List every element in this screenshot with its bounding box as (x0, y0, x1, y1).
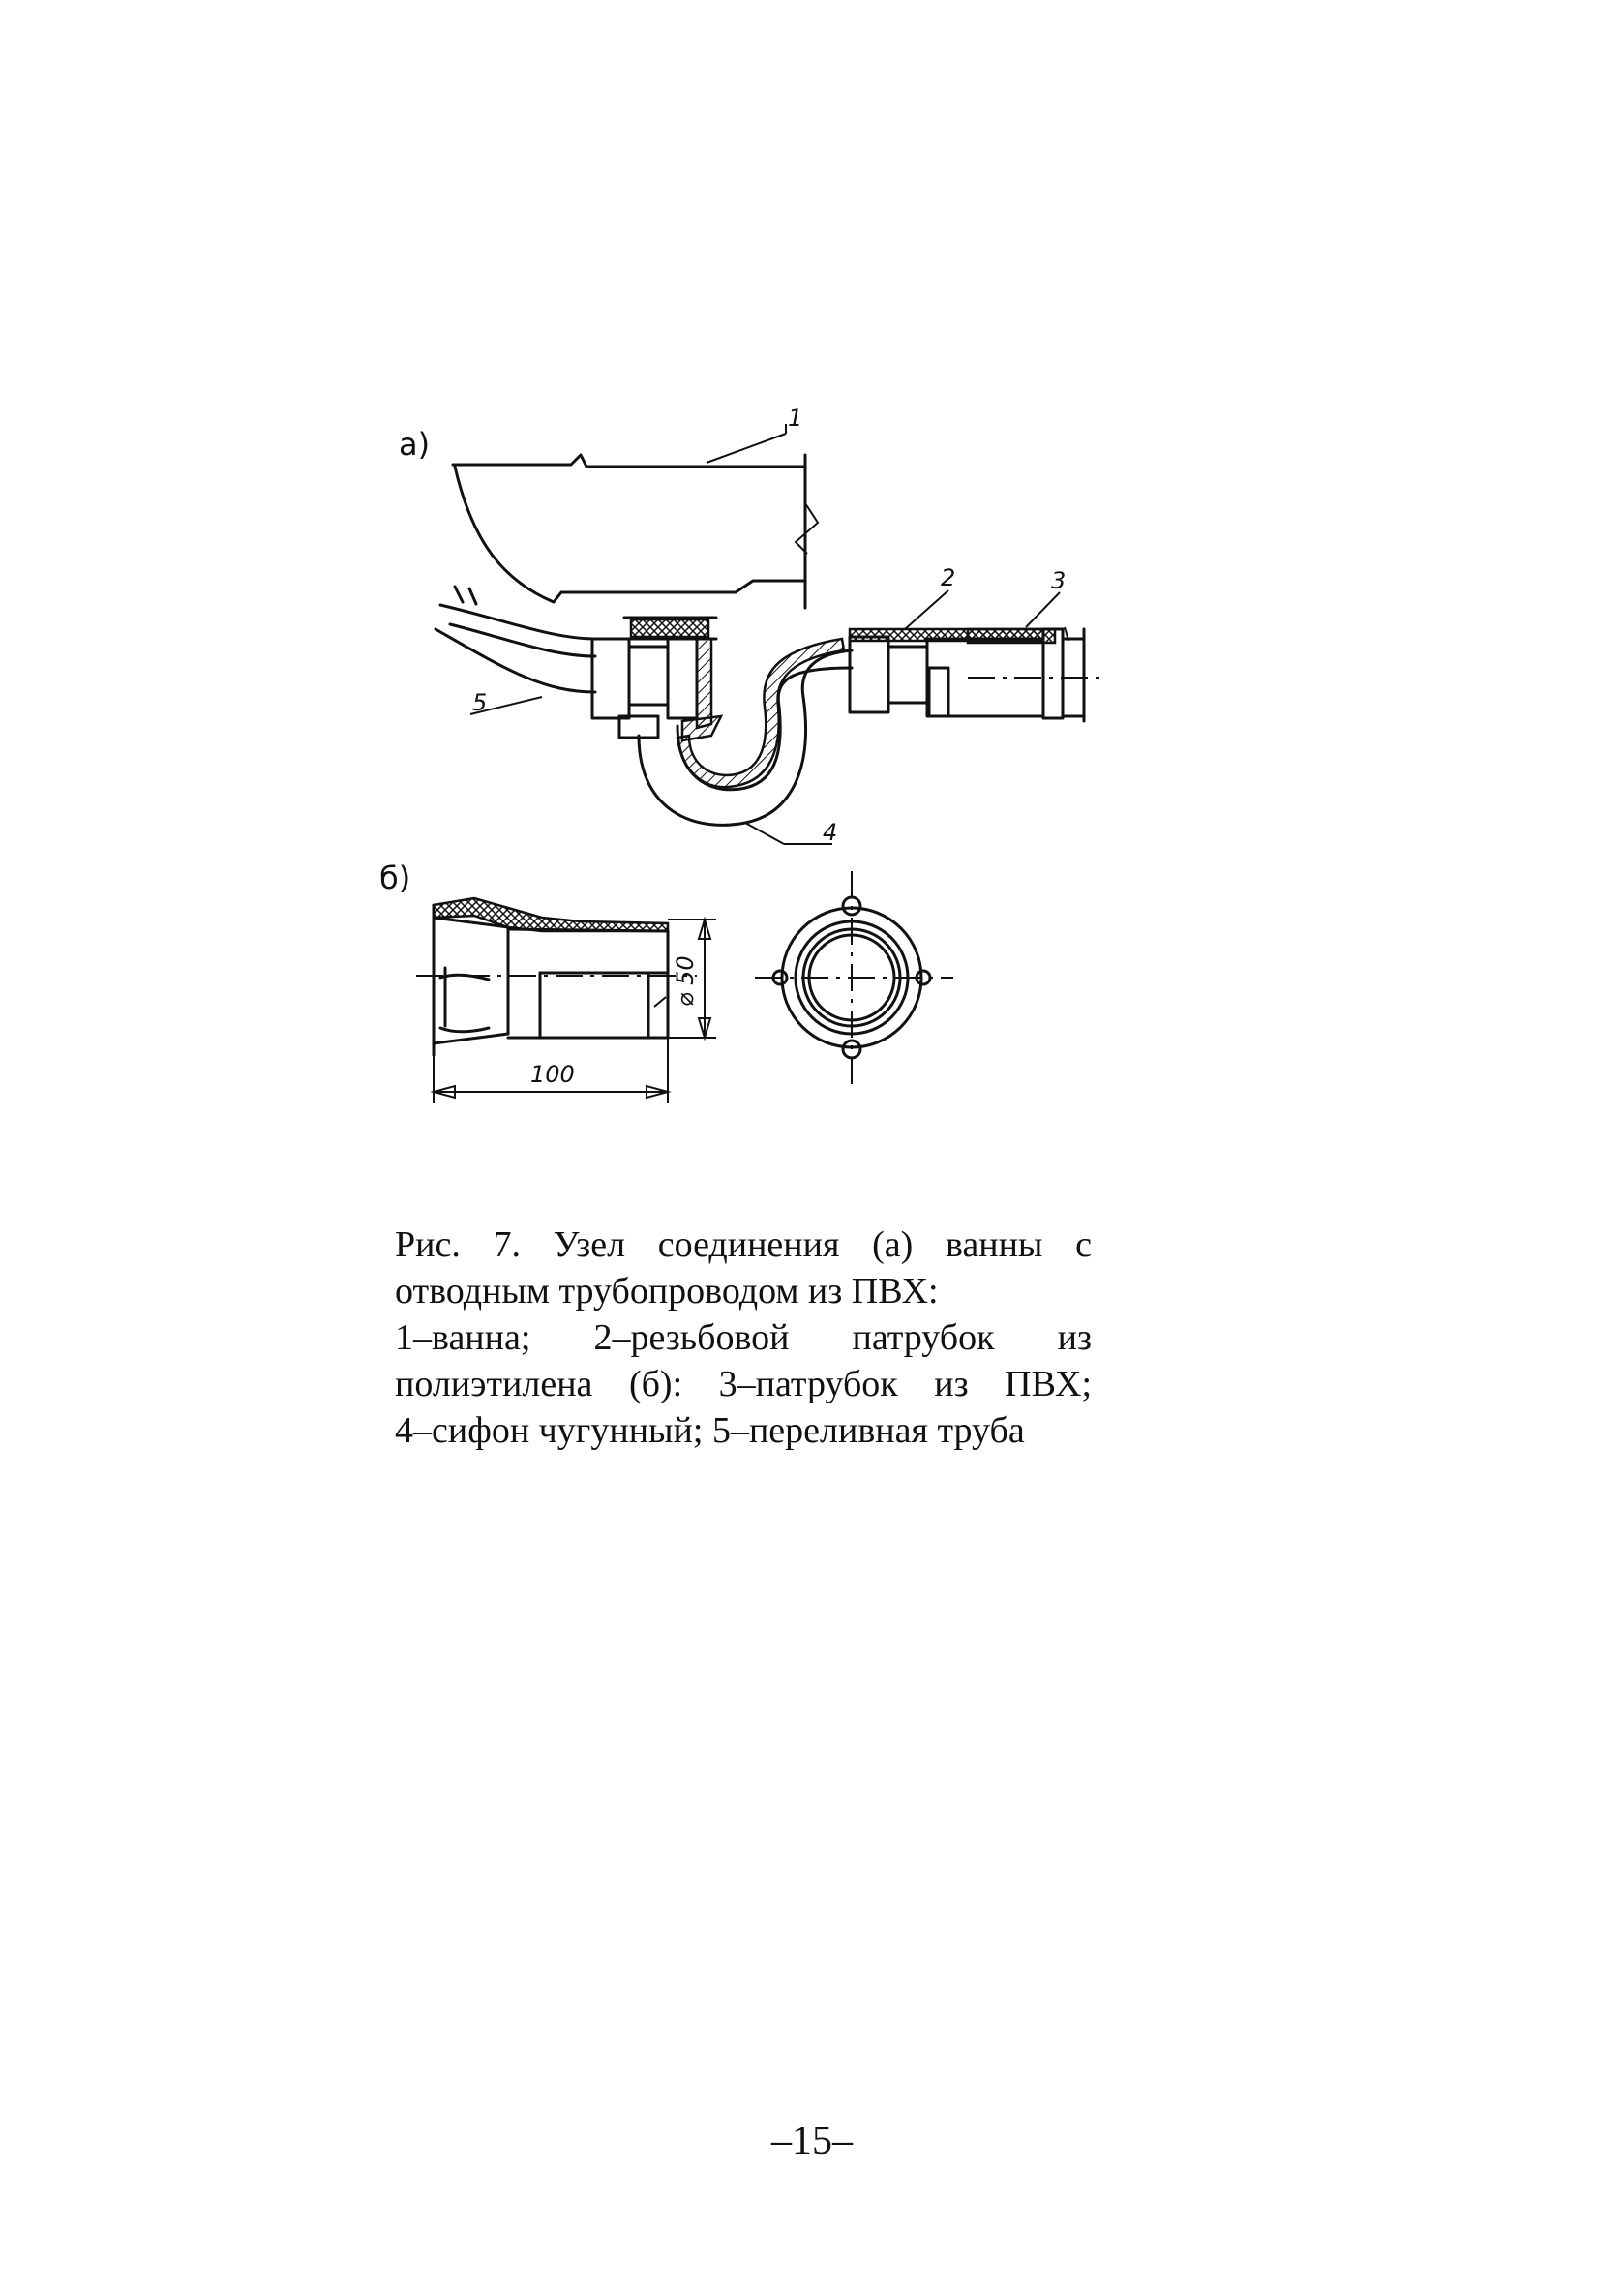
callout-5: 5 (472, 689, 487, 716)
fitting-side-view (416, 896, 697, 1057)
callout-4: 4 (823, 819, 837, 846)
caption-line-2: отводным трубопроводом из ПВХ: (395, 1271, 939, 1312)
callout-leaders (469, 424, 1061, 845)
caption-line-3: 1–ванна; 2–резьбовой патрубок из (395, 1317, 1092, 1358)
fitting-front-view (755, 871, 953, 1084)
panel-b: б) (379, 860, 953, 1103)
panel-a: а) (399, 405, 1103, 846)
siphon (637, 637, 854, 827)
page-number: –15– (771, 2119, 853, 2163)
panel-a-label: а) (399, 426, 430, 463)
pipe-connection (848, 626, 1103, 723)
panel-b-label: б) (379, 860, 410, 896)
dimension-length: 100 (530, 1061, 575, 1088)
caption-line-4: полиэтилена (б): 3–патрубок из ПВХ; (395, 1364, 1092, 1404)
overflow-pipe (434, 585, 597, 694)
caption-line-1: Рис. 7. Узел соединения (а) ванны с (395, 1224, 1092, 1265)
callout-3: 3 (1051, 567, 1066, 594)
dimension-diameter: ⌀ 50 (672, 955, 699, 1007)
outlet-body (590, 637, 713, 739)
callout-1: 1 (788, 405, 802, 432)
bathtub-section (451, 453, 820, 641)
dimension-lines (430, 916, 716, 1103)
caption-line-5: 4–сифон чугунный; 5–переливная труба (395, 1410, 1025, 1451)
figure-drawing: а) (379, 405, 1103, 1103)
figure-caption: Рис. 7. Узел соединения (а) ванны с отво… (395, 1222, 1092, 1454)
callout-2: 2 (941, 564, 955, 591)
